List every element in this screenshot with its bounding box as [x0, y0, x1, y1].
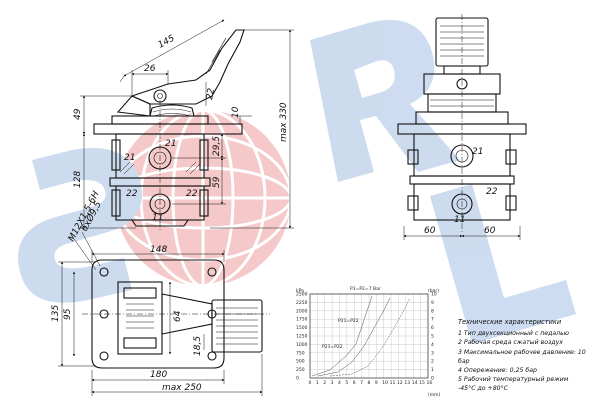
graph-y-right-tick: 4	[431, 342, 434, 348]
graph-y-right-tick: 9	[431, 300, 434, 306]
dim-10: 10	[231, 106, 241, 118]
spec-line: -45°C до +80°C	[458, 385, 508, 393]
graph-x-tick: 11	[390, 380, 396, 386]
dim-59: 59	[212, 176, 222, 188]
dim-135: 135	[51, 305, 61, 322]
dim-29-5: 29,5	[212, 136, 222, 156]
rubber-boot	[149, 104, 195, 117]
pedal-hinge	[116, 95, 151, 117]
graph-curve-label-2: P21=P22	[322, 344, 343, 350]
graph-x-tick: 3	[331, 380, 334, 386]
graph-y-left-tick: 2250	[296, 300, 308, 306]
graph-y-left-tick: 2500	[296, 292, 308, 298]
watermark-letters	[18, 20, 576, 344]
dim-max-250: max 250	[162, 383, 202, 393]
graph-y-right-unit: (bar)	[428, 288, 439, 294]
graph-x-tick: 5	[345, 380, 348, 386]
graph-y-left-tick: 1250	[296, 334, 308, 340]
spec-line: 3 Максимальное рабочее давление: 10 бар	[458, 348, 586, 365]
graph-x-tick: 13	[404, 380, 410, 386]
graph-y-right-tick: 2	[431, 359, 434, 365]
port-label-21-left: 21	[124, 153, 135, 163]
dim-22: 22	[205, 87, 217, 100]
graph-x-tick: 0	[309, 380, 312, 386]
technical-specs: Технические характеристики 1 Тип двухсек…	[458, 318, 598, 394]
graph-y-left-tick: 1500	[296, 325, 308, 331]
graph-y-left-tick: 750	[296, 350, 305, 356]
spec-line: 2 Рабочая среда сжатый воздух	[458, 339, 563, 347]
graph-x-tick: 8	[368, 380, 371, 386]
dim-60-right: 60	[484, 226, 496, 236]
specs-title: Технические характеристики	[458, 318, 562, 326]
top-pedal-pad	[211, 299, 263, 353]
watermark	[18, 20, 576, 344]
top-base-plate	[91, 259, 225, 369]
dim-18-5: 18,5	[193, 336, 203, 356]
graph-curve-1	[311, 295, 373, 377]
graph-x-tick: 4	[338, 380, 341, 386]
pedal-arm	[130, 29, 245, 105]
graph-x-tick: 16	[427, 380, 433, 386]
dim-128: 128	[73, 171, 83, 188]
graph-y-right-tick: 1	[431, 367, 434, 373]
dim-148: 148	[150, 245, 167, 255]
graph-y-left-tick: 0	[296, 376, 299, 382]
port-label-11: 11	[152, 213, 163, 223]
port-label-22-right: 22	[186, 189, 198, 199]
graph-frame	[309, 293, 429, 379]
side-port-11: 11	[454, 215, 465, 225]
graph-y-right-tick: 0	[431, 376, 434, 382]
top-housing	[117, 281, 163, 355]
graph-x-tick: 2	[323, 380, 326, 386]
dim-26: 26	[144, 64, 156, 74]
dim-180: 180	[150, 370, 167, 380]
side-port-21: 21	[472, 147, 483, 157]
port-label-22-left: 22	[126, 189, 138, 199]
port-label-21-top: 21	[165, 139, 176, 149]
graph-y-right-tick: 3	[431, 350, 434, 356]
graph-title: P1=P2=7 Bar	[350, 286, 381, 292]
graph-x-tick: 6	[353, 380, 356, 386]
graph-y-left-tick: 2000	[296, 308, 308, 314]
dim-max-330: max 330	[279, 102, 289, 142]
graph-y-left-tick: 1000	[296, 342, 308, 348]
graph-y-right-tick: 7	[431, 317, 434, 323]
spec-line: 5 Рабочий температурный режим	[458, 376, 569, 384]
graph-y-right-tick: 10	[431, 292, 437, 298]
spec-line: 1 Тип двухсекционный с педалью	[458, 330, 569, 338]
graph-y-left-tick: 250	[296, 367, 305, 373]
graph-y-right-tick: 6	[431, 325, 434, 331]
graph-y-left-tick: 500	[296, 359, 305, 365]
graph-x-tick: 10	[382, 380, 388, 386]
graph-grid	[309, 293, 429, 379]
graph-x-tick: 7	[360, 380, 363, 386]
graph-curve-3	[329, 297, 411, 377]
graph-curve-label-1: P21=P22	[338, 318, 359, 324]
graph-x-unit: (mm)	[428, 392, 441, 398]
dim-64: 64	[173, 310, 183, 322]
graph-x-tick: 14	[412, 380, 418, 386]
graph-y-left-tick: 1750	[296, 317, 308, 323]
graph-x-tick: 12	[397, 380, 403, 386]
graph-y-right-tick: 8	[431, 308, 434, 314]
side-port-22: 22	[486, 187, 498, 197]
dim-95: 95	[63, 308, 73, 320]
graph-curve-2	[317, 297, 391, 377]
graph-y-right-tick: 5	[431, 334, 434, 340]
dim-49: 49	[73, 108, 83, 120]
graph-x-tick: 15	[419, 380, 425, 386]
graph-y-left-unit: kPa	[296, 288, 304, 294]
graph-x-tick: 9	[375, 380, 378, 386]
dim-60-left: 60	[424, 226, 436, 236]
side-view: 21 22 11 60 60	[397, 14, 527, 240]
graph-x-tick: 1	[316, 380, 319, 386]
spec-line: 4 Опережение: 0,25 бар	[458, 367, 537, 375]
